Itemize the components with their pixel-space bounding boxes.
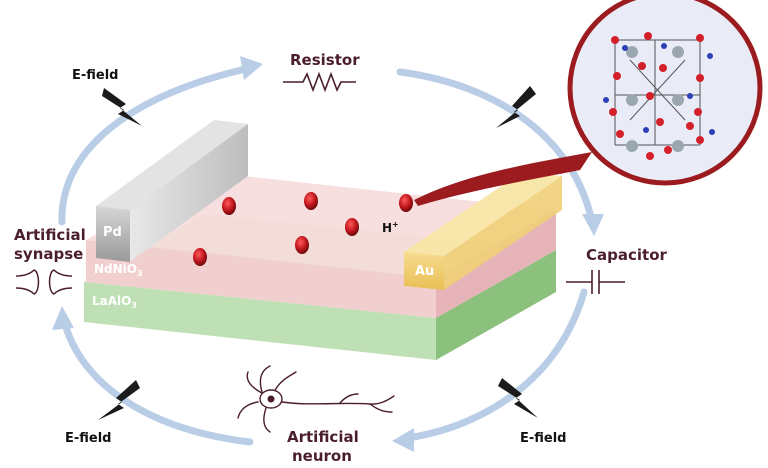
au-electrode-front: [404, 252, 444, 290]
lightning-bolt-icons: [98, 86, 538, 420]
substrate-layer-name: LaAlO: [92, 294, 131, 308]
neuron-nucleus: [267, 395, 275, 403]
au-electrode-top: [404, 172, 562, 256]
neuron-label-line1: Artificial: [287, 428, 359, 446]
pd-electrode-top: [96, 120, 248, 210]
proton: [304, 192, 318, 210]
proton: [222, 197, 236, 215]
arrowhead-to-synapse: [52, 306, 74, 330]
nickelate-layer-subscript: 3: [137, 269, 143, 278]
callout-circle: [567, 0, 763, 186]
pd-electrode-side: [130, 124, 248, 262]
capacitor-symbol-icon: [566, 270, 625, 294]
synapse-label-line1: Artificial: [14, 226, 86, 244]
synapse-label-line2: synapse: [14, 245, 83, 263]
crystal-structure-callout: [414, 0, 763, 206]
substrate-layer-subscript: 3: [131, 301, 137, 310]
synapse-icon: [15, 269, 73, 295]
device-stack: Pd Au NdNiO3 LaAlO3 H+: [84, 120, 562, 360]
proton: [193, 248, 207, 266]
callout-tail: [414, 152, 592, 206]
nickelate-layer-label: NdNiO3: [94, 262, 143, 278]
proton-label: H+: [382, 220, 399, 235]
proton: [295, 236, 309, 254]
neuron-label-line2: neuron: [292, 447, 352, 465]
substrate-layer-label: LaAlO3: [92, 294, 137, 310]
arrow-ring-segment-bottom-left: [60, 316, 254, 446]
capacitor-label: Capacitor: [586, 246, 667, 264]
pd-electrode-front: [96, 206, 130, 262]
arrow-heads: [52, 56, 604, 452]
efield-label-bottom-left: E-field: [65, 431, 112, 446]
efield-label-top-left: E-field: [72, 68, 119, 83]
lightning-bolt-icon: [98, 380, 140, 420]
nickelate-layer-front: [86, 240, 436, 318]
arrowhead-to-capacitor: [582, 214, 604, 236]
arrowhead-to-neuron: [392, 428, 414, 452]
lattice-atoms: [603, 32, 715, 160]
arrow-ring-segment-top-right: [396, 68, 596, 226]
perovskite-lattice: [614, 39, 701, 146]
substrate-layer-side: [436, 250, 556, 360]
au-electrode-label: Au: [415, 264, 434, 279]
au-electrode-side: [444, 176, 562, 290]
nickelate-layer-side: [436, 210, 556, 318]
proton: [345, 218, 359, 236]
pd-electrode-label: Pd: [103, 225, 122, 240]
lightning-bolt-icon: [102, 88, 142, 126]
resistor-symbol-icon: [283, 71, 356, 93]
arrow-ring-segment-top-left: [58, 64, 254, 226]
lightning-bolt-icon: [498, 378, 538, 418]
resistor-label: Resistor: [290, 51, 360, 69]
proton-highlighted: [399, 194, 413, 212]
lightning-bolt-icon: [496, 86, 536, 128]
proton-charge: +: [392, 220, 399, 229]
efield-label-bottom-right: E-field: [520, 431, 567, 446]
protons: [193, 192, 413, 266]
nickelate-layer-name: NdNiO: [94, 262, 137, 276]
proton-symbol: H: [382, 221, 392, 235]
arrowhead-to-resistor: [240, 56, 263, 80]
substrate-layer-front: [84, 282, 436, 360]
